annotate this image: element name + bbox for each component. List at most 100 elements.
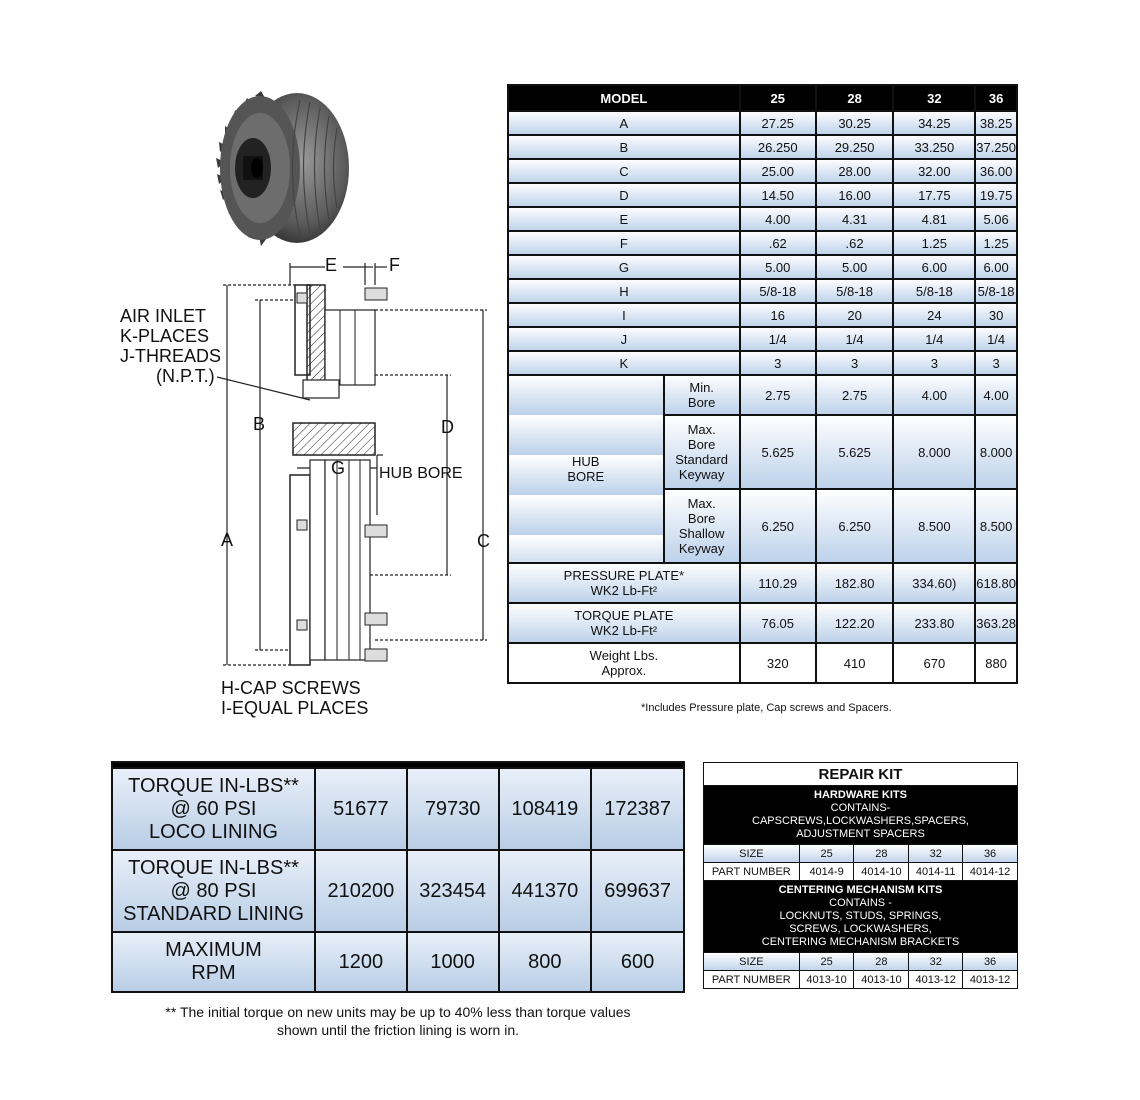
row-label: K xyxy=(507,350,741,376)
row-label-line: RPM xyxy=(191,962,236,984)
row-label: B xyxy=(507,134,741,160)
row-label-line: LOCO LINING xyxy=(149,820,278,843)
table-cell: 8.000 xyxy=(892,414,977,490)
air-inlet-callout: AIR INLET K-PLACES J-THREADS (N.P.T.) xyxy=(120,306,221,386)
table-cell: 14.50 xyxy=(738,182,817,208)
header-model-25: 25 xyxy=(738,84,817,112)
centering-kits-line: SCREWS, LOCKWASHERS, xyxy=(789,923,932,935)
hardware-kits-line: CONTAINS- xyxy=(830,802,891,814)
table-cell: 8.500 xyxy=(974,488,1018,564)
row-label-line: WK2 Lb-Ft² xyxy=(590,583,658,598)
table-cell: 410 xyxy=(814,642,895,684)
table-cell: 16.00 xyxy=(814,182,895,208)
size-label: SIZE xyxy=(703,952,800,971)
table-cell: 323454 xyxy=(405,849,500,933)
repair-kit-table: REPAIR KIT HARDWARE KITS CONTAINS- CAPSC… xyxy=(703,762,1018,989)
table-cell: 76.05 xyxy=(738,602,817,644)
dim-label-a: A xyxy=(221,530,234,550)
repair-kit-title: REPAIR KIT xyxy=(703,762,1018,786)
table-row: PART NUMBER 4014-9 4014-10 4014-11 4014-… xyxy=(703,862,1018,881)
sub-label-line: Bore xyxy=(687,511,716,526)
table-cell: 210200 xyxy=(314,849,408,933)
dim-label-f: F xyxy=(389,255,400,275)
table-cell: 4013-10 xyxy=(798,970,855,989)
table-cell: 1200 xyxy=(314,931,408,993)
table-cell: 20 xyxy=(814,302,895,328)
table-cell: 1/4 xyxy=(974,326,1018,352)
table-cell: 36 xyxy=(962,844,1018,863)
row-label: PRESSURE PLATE*WK2 Lb-Ft² xyxy=(507,562,741,604)
table-cell: 5/8-18 xyxy=(892,278,977,304)
table-cell: 320 xyxy=(738,642,817,684)
hardware-kits-line: ADJUSTMENT SPACERS xyxy=(796,828,925,840)
row-label: H xyxy=(507,278,741,304)
torque-footnote: ** The initial torque on new units may b… xyxy=(111,1003,685,1039)
table-cell: 122.20 xyxy=(814,602,895,644)
table-cell: 5.00 xyxy=(738,254,817,280)
centering-kits-block: CENTERING MECHANISM KITS CONTAINS - LOCK… xyxy=(703,880,1018,953)
table-cell: 5/8-18 xyxy=(814,278,895,304)
air-inlet-line: AIR INLET xyxy=(120,306,207,326)
table-cell: 29.250 xyxy=(814,134,895,160)
dim-label-b: B xyxy=(253,414,266,434)
table-cell: 2.75 xyxy=(814,374,895,416)
table-cell: 8.000 xyxy=(974,414,1018,490)
air-inlet-line: J-THREADS xyxy=(120,346,222,366)
header-model-32: 32 xyxy=(892,84,977,112)
table-row-pressure-plate: PRESSURE PLATE*WK2 Lb-Ft² 110.29 182.80 … xyxy=(507,562,1018,604)
table-cell: 172387 xyxy=(590,767,685,851)
table-cell: 6.00 xyxy=(974,254,1018,280)
header-model-36: 36 xyxy=(974,84,1018,112)
table-cell: 4014-10 xyxy=(853,862,910,881)
table-cell: 441370 xyxy=(497,849,593,933)
dim-label-c: C xyxy=(477,531,490,551)
sub-label-line: Max. xyxy=(687,496,716,511)
table-cell: 16 xyxy=(738,302,817,328)
table-cell: 5.625 xyxy=(738,414,817,490)
dim-label-d: D xyxy=(441,417,454,437)
table-cell: 3 xyxy=(892,350,977,376)
row-label: Weight Lbs.Approx. xyxy=(507,642,741,684)
sub-label: Min.Bore xyxy=(662,374,741,416)
table-cell: 880 xyxy=(974,642,1018,684)
row-label-line: WK2 Lb-Ft² xyxy=(590,623,658,638)
table-cell: 17.75 xyxy=(892,182,977,208)
table-cell: 4014-9 xyxy=(798,862,855,881)
table-cell: 24 xyxy=(892,302,977,328)
sub-label-line: Min. xyxy=(689,380,714,395)
table-header-row: MODEL 25 28 32 36 xyxy=(507,84,1018,112)
table-cell: 32 xyxy=(908,844,964,863)
table-cell: 38.25 xyxy=(974,110,1018,136)
table-cell: 25 xyxy=(798,952,855,971)
row-label-line: MAXIMUM xyxy=(165,939,262,961)
header-model: MODEL xyxy=(507,84,741,112)
air-inlet-line: K-PLACES xyxy=(120,326,210,346)
table-cell: 800 xyxy=(497,931,593,993)
table-cell: 1.25 xyxy=(974,230,1018,256)
row-label: G xyxy=(507,254,741,280)
table-cell: 2.75 xyxy=(738,374,817,416)
cap-screws-callout: H-CAP SCREWS I-EQUAL PLACES xyxy=(221,678,368,718)
sub-label-line: Bore xyxy=(687,437,716,452)
table-row: PART NUMBER 4013-10 4013-10 4013-12 4013… xyxy=(703,970,1018,989)
hardware-kits-block: HARDWARE KITS CONTAINS- CAPSCREWS,LOCKWA… xyxy=(703,785,1018,845)
row-label: C xyxy=(507,158,741,184)
table-cell: 28 xyxy=(853,844,910,863)
hardware-kits-line: CAPSCREWS,LOCKWASHERS,SPACERS, xyxy=(752,815,969,827)
header-model-28: 28 xyxy=(814,84,895,112)
part-number-label: PART NUMBER xyxy=(703,862,800,881)
torque-table-top-bar xyxy=(111,761,685,769)
table-row-weight: Weight Lbs.Approx. 320 410 670 880 xyxy=(507,642,1018,684)
table-cell: 1/4 xyxy=(814,326,895,352)
